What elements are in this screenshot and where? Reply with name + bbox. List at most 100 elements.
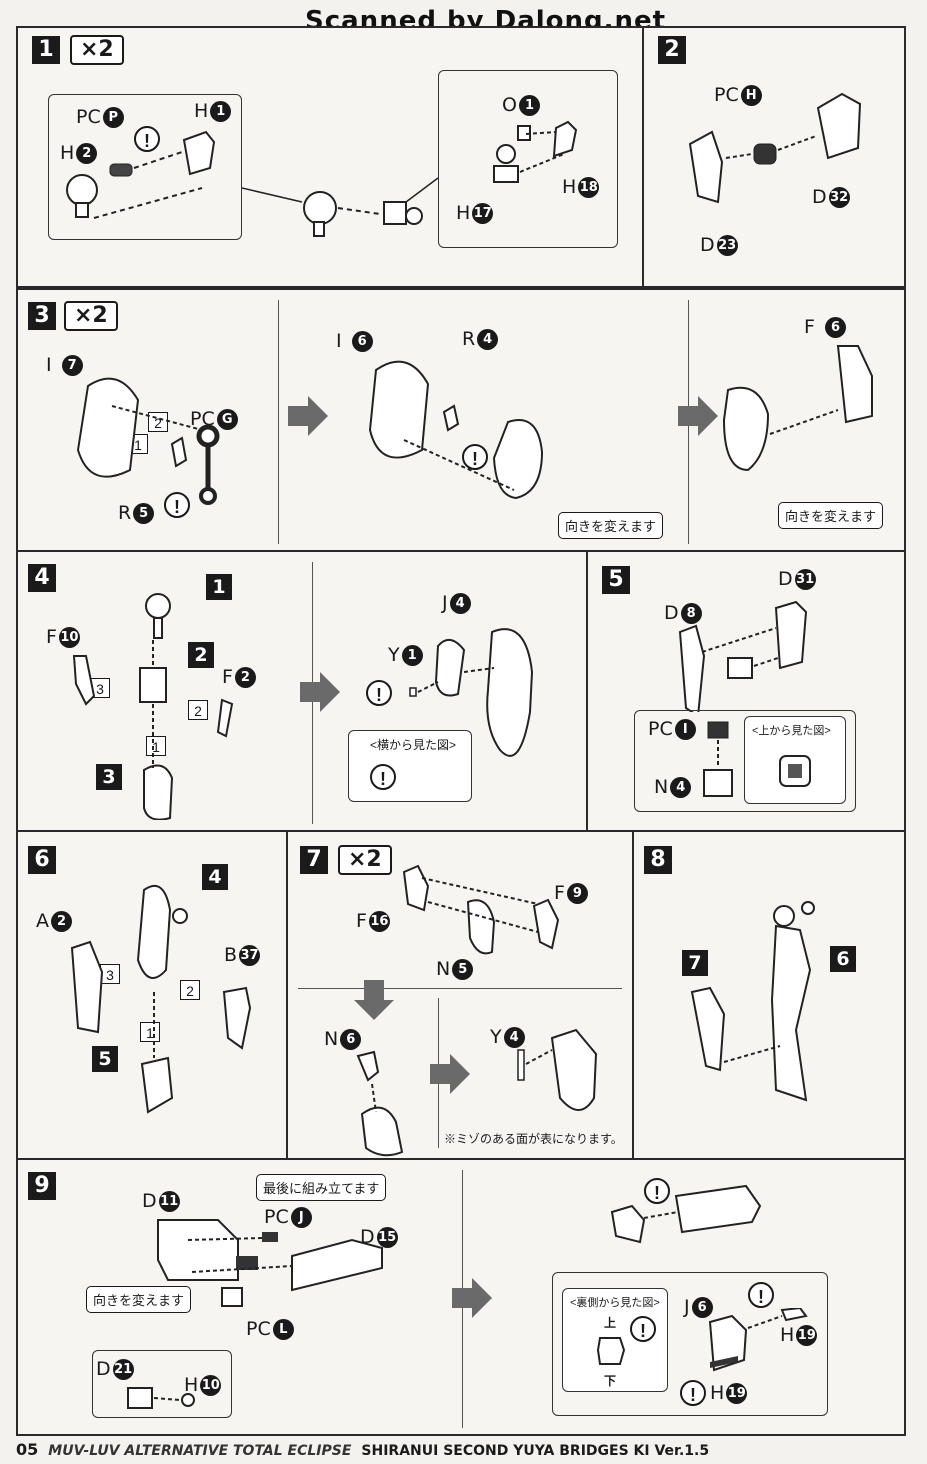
back-view-label: <裏側から見た図> (570, 1297, 660, 1309)
build-last-note: 最後に組み立てます (256, 1174, 387, 1201)
step-9-right-inset (552, 1272, 828, 1416)
sub-assembly-2: 2 (188, 642, 214, 668)
step-3-parts-c (722, 345, 873, 472)
flow-arrow (452, 1278, 492, 1318)
turn-note-1: 向きを変えます (558, 512, 664, 539)
back-view-top: 上 (604, 1316, 617, 1330)
step-9-inset-parts (127, 1387, 195, 1409)
step-4-number: 4 (28, 564, 56, 592)
side-view-inset (348, 730, 472, 802)
series-title: MUV-LUV ALTERNATIVE TOTAL ECLIPSE (48, 1443, 352, 1459)
side-view-label: <横から見た図> (370, 738, 457, 752)
step-1-parts-left (66, 130, 216, 219)
step-7-number: 7 (300, 846, 328, 874)
sub-assembly-1: 1 (206, 574, 232, 600)
caution-icon: ! (370, 764, 396, 790)
step-1-number: 1 (32, 36, 60, 64)
sub-assembly-6: 6 (830, 946, 856, 972)
page-footer: 05 MUV-LUV ALTERNATIVE TOTAL ECLIPSE SHI… (16, 1440, 709, 1459)
step-1-parts-mid (242, 177, 439, 237)
step-9-inset-parts-b (708, 1308, 808, 1372)
step-9-number: 9 (28, 1172, 56, 1200)
step-1-parts-right (493, 120, 578, 183)
step-7-parts-top (402, 864, 560, 955)
top-view-inset (744, 716, 846, 804)
step-5-parts (678, 600, 808, 712)
back-view-bottom: 下 (604, 1374, 617, 1388)
step-7-note: ※ミゾのある面が表になります。 (444, 1132, 623, 1146)
step-1-multiplier: ×2 (70, 35, 124, 65)
order-2: 2 (180, 980, 200, 1000)
step-7-hdivider (298, 988, 622, 989)
step-1-right-inset (438, 70, 618, 248)
turn-note-2: 向きを変えます (778, 502, 884, 529)
step-5-inset (634, 710, 856, 812)
step-6-parts (70, 885, 252, 1114)
label-i7: I 7 (46, 354, 83, 376)
flow-arrow-down (354, 980, 394, 1020)
turn-note-3: 向きを変えます (86, 1286, 192, 1313)
caution-icon: ! (630, 1316, 656, 1342)
back-view-part (596, 1337, 626, 1365)
caution-icon: ! (366, 680, 392, 706)
step-3-divider-1 (278, 300, 279, 544)
sub-assembly-3: 3 (96, 764, 122, 790)
top-view-label: <上から見た図> (752, 725, 831, 737)
product-title: SHIRANUI SECOND YUYA BRIDGES KI Ver.1.5 (361, 1443, 710, 1459)
label-i6: I 6 (336, 330, 373, 352)
caution-icon: ! (164, 492, 190, 518)
step-2-parts (688, 92, 862, 204)
flow-arrow (300, 672, 340, 712)
sub-assembly-7: 7 (682, 950, 708, 976)
step-4-parts-b (409, 628, 534, 757)
step-3-parts-a (76, 377, 220, 505)
step-8-number: 8 (644, 846, 672, 874)
step-8-panel: 8 7 6 (632, 830, 906, 1160)
caution-icon: ! (462, 444, 488, 470)
step-7-multiplier: ×2 (338, 845, 392, 875)
step-5-number: 5 (602, 566, 630, 594)
step-8-parts (690, 901, 815, 1102)
top-view-part (779, 755, 811, 787)
step-7-parts-br (517, 1028, 598, 1111)
order-1: 1 (146, 736, 166, 756)
caution-icon: ! (680, 1380, 706, 1406)
page-number: 05 (16, 1440, 39, 1459)
sub-assembly-4: 4 (202, 864, 228, 890)
step-9-parts-b (610, 1184, 762, 1244)
step-9-parts-a (157, 1219, 383, 1307)
